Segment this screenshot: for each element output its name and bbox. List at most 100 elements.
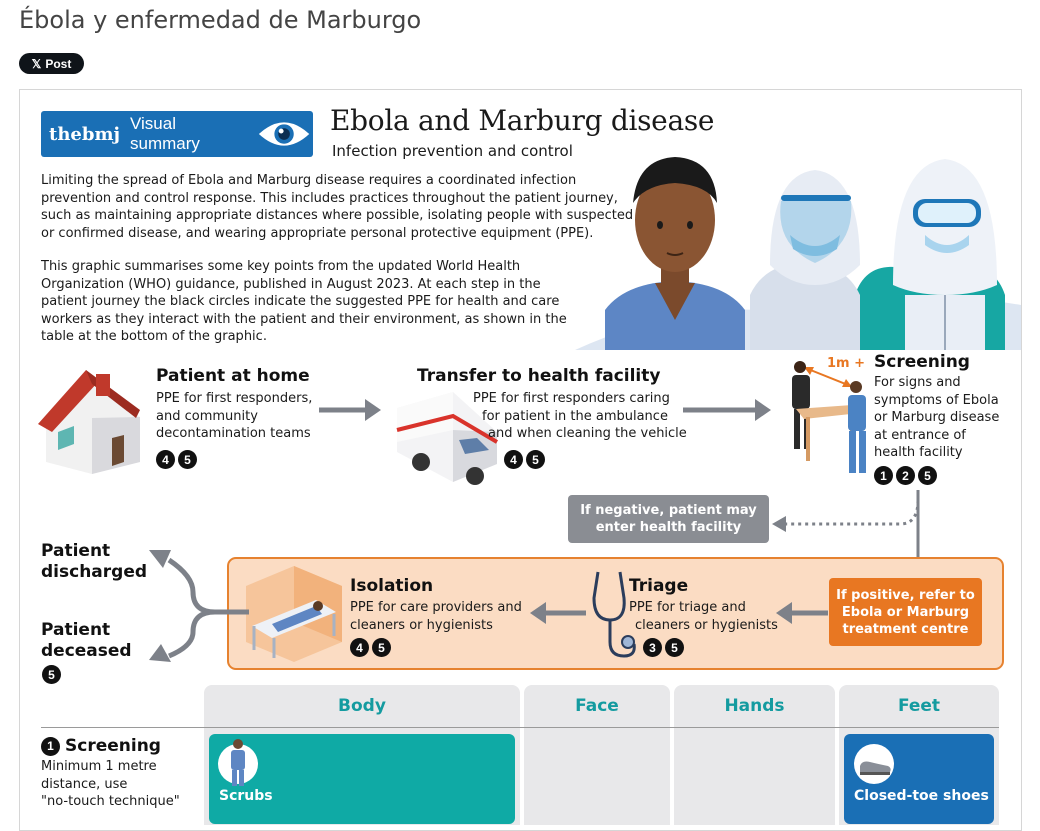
intro-1-line: such as maintaining appropriate distance… <box>41 208 634 223</box>
ppe-badges-home: 4 5 <box>156 450 197 469</box>
desc-line: for patient in the ambulance <box>482 408 668 424</box>
cell-scrubs: Scrubs <box>209 734 515 824</box>
desc-line: PPE for first responders, <box>156 391 313 406</box>
cell-closed-toe-shoes: Closed-toe shoes <box>844 734 994 824</box>
column-label: Face <box>575 696 619 716</box>
step-isolation-desc: PPE for care providers and cleaners or h… <box>350 599 522 634</box>
intro-1-line: Limiting the spread of Ebola and Marburg… <box>41 173 577 188</box>
graphic-title: Ebola and Marburg disease <box>330 104 715 137</box>
arrow-right-icon <box>683 399 771 421</box>
step-triage-desc: PPE for triage and cleaners or hygienist… <box>629 599 778 634</box>
outcome-line: Patient <box>41 620 111 640</box>
arrow-left-icon <box>776 602 828 624</box>
arrow-left-icon <box>530 602 586 624</box>
eye-icon <box>258 122 310 146</box>
ppe-badge: 4 <box>156 450 175 469</box>
desc-line: decontamination teams <box>156 426 311 441</box>
row-title: Screening <box>65 736 161 756</box>
screening-illustration <box>792 361 866 473</box>
ambulance-illustration <box>396 392 499 485</box>
intro-2-line: This graphic summarises some key points … <box>41 259 521 274</box>
x-post-label: Post <box>45 56 72 71</box>
table-divider <box>41 727 999 728</box>
ppe-badges-deceased: 5 <box>42 665 61 684</box>
distance-label: 1m + <box>827 356 866 371</box>
desc-line: PPE for triage and <box>629 600 746 615</box>
infographic-frame: thebmj Visual summary Ebola and Marburg … <box>19 89 1022 831</box>
intro-1-line: or confirmed disease, and wearing approp… <box>41 225 594 241</box>
ppe-badge: 5 <box>178 450 197 469</box>
step-triage-title: Triage <box>629 576 689 596</box>
bmj-brand-text: thebmj <box>49 123 120 145</box>
negative-line: If negative, patient may <box>580 503 757 518</box>
intro-paragraph-2: This graphic summarises some key points … <box>41 258 567 346</box>
intro-1-line: prevention and control response. This in… <box>41 190 618 206</box>
intro-2-line: table at the bottom of the graphic. <box>41 329 267 344</box>
desc-line: and when cleaning the vehicle <box>488 426 687 441</box>
ppe-badge: 2 <box>896 466 915 485</box>
health-workers-illustration <box>575 157 1021 350</box>
step-transfer-title: Transfer to health facility <box>417 366 661 386</box>
ppe-badge: 1 <box>874 466 893 485</box>
ppe-badge: 5 <box>665 638 684 657</box>
intro-2-line: Organization (WHO) guidance, published i… <box>41 276 541 292</box>
stethoscope-icon <box>592 571 636 658</box>
step-transfer-desc: PPE for first responders caring for pati… <box>473 390 687 443</box>
ppe-badges-screening: 1 2 5 <box>874 466 937 485</box>
graphic-subtitle: Infection prevention and control <box>332 142 573 160</box>
isolation-bed-illustration <box>246 566 342 662</box>
ppe-badges-triage: 3 5 <box>643 638 684 657</box>
desc-line: distance, use <box>41 776 128 792</box>
column-label: Hands <box>724 696 785 716</box>
negative-result-box: If negative, patient may enter health fa… <box>568 495 769 543</box>
positive-line: treatment centre <box>842 621 969 637</box>
row-screening-desc: Minimum 1 metre distance, use "no-touch … <box>41 758 180 811</box>
x-post-button[interactable]: 𝕏 Post <box>19 53 84 74</box>
positive-line: If positive, refer to <box>836 587 975 603</box>
cell-shoes-label: Closed-toe shoes <box>854 788 989 804</box>
desc-line: health facility <box>874 445 963 460</box>
ppe-badges-transfer: 4 5 <box>504 450 545 469</box>
ppe-badge: 5 <box>918 466 937 485</box>
step-isolation-title: Isolation <box>350 576 434 596</box>
outcome-line: Patient <box>41 541 111 561</box>
column-header-face: Face <box>524 685 670 825</box>
desc-line: and community <box>156 408 258 424</box>
outcome-discharged: Patient discharged <box>41 541 147 583</box>
arrow-right-icon <box>319 399 381 421</box>
column-label: Body <box>338 696 386 716</box>
ppe-badge: 5 <box>526 450 545 469</box>
page-title: Ébola y enfermedad de Marburgo <box>19 6 422 34</box>
outcome-deceased: Patient deceased <box>41 620 132 662</box>
ppe-badge: 5 <box>372 638 391 657</box>
house-illustration <box>38 370 140 474</box>
bmj-visual-summary-logo: thebmj Visual summary <box>41 111 313 157</box>
positive-result-box: If positive, refer to Ebola or Marburg t… <box>829 578 982 646</box>
desc-line: symptoms of Ebola <box>874 392 999 408</box>
outcome-line: discharged <box>41 562 148 582</box>
step-patient-at-home-title: Patient at home <box>156 366 310 386</box>
desc-line: For signs and <box>874 375 961 390</box>
ppe-badge: 5 <box>42 665 61 684</box>
scrubs-icon <box>218 739 258 786</box>
visual-summary-label: Visual summary <box>130 114 200 153</box>
x-logo-icon: 𝕏 <box>31 56 42 71</box>
ppe-badge: 1 <box>41 736 60 756</box>
intro-2-line: workers as they interact with the patien… <box>41 311 567 327</box>
ppe-badge: 4 <box>504 450 523 469</box>
desc-line: PPE for first responders caring <box>473 391 670 406</box>
column-label: Feet <box>897 696 941 716</box>
desc-line: cleaners or hygienists <box>635 617 778 633</box>
ppe-badges-isolation: 4 5 <box>350 638 391 657</box>
desc-line: or Marburg disease <box>874 410 1000 425</box>
desc-line: "no-touch technique" <box>41 794 180 809</box>
ppe-badge: 4 <box>350 638 369 657</box>
step-patient-at-home-desc: PPE for first responders, and community … <box>156 390 312 443</box>
column-header-hands: Hands <box>674 685 835 825</box>
positive-line: Ebola or Marburg <box>841 604 970 620</box>
step-screening-desc: For signs and symptoms of Ebola or Marbu… <box>874 374 999 462</box>
intro-2-line: patient journey the black circles indica… <box>41 294 560 309</box>
desc-line: PPE for care providers and <box>350 600 522 615</box>
desc-line: at entrance of <box>874 427 966 443</box>
outcome-line: deceased <box>41 641 132 661</box>
